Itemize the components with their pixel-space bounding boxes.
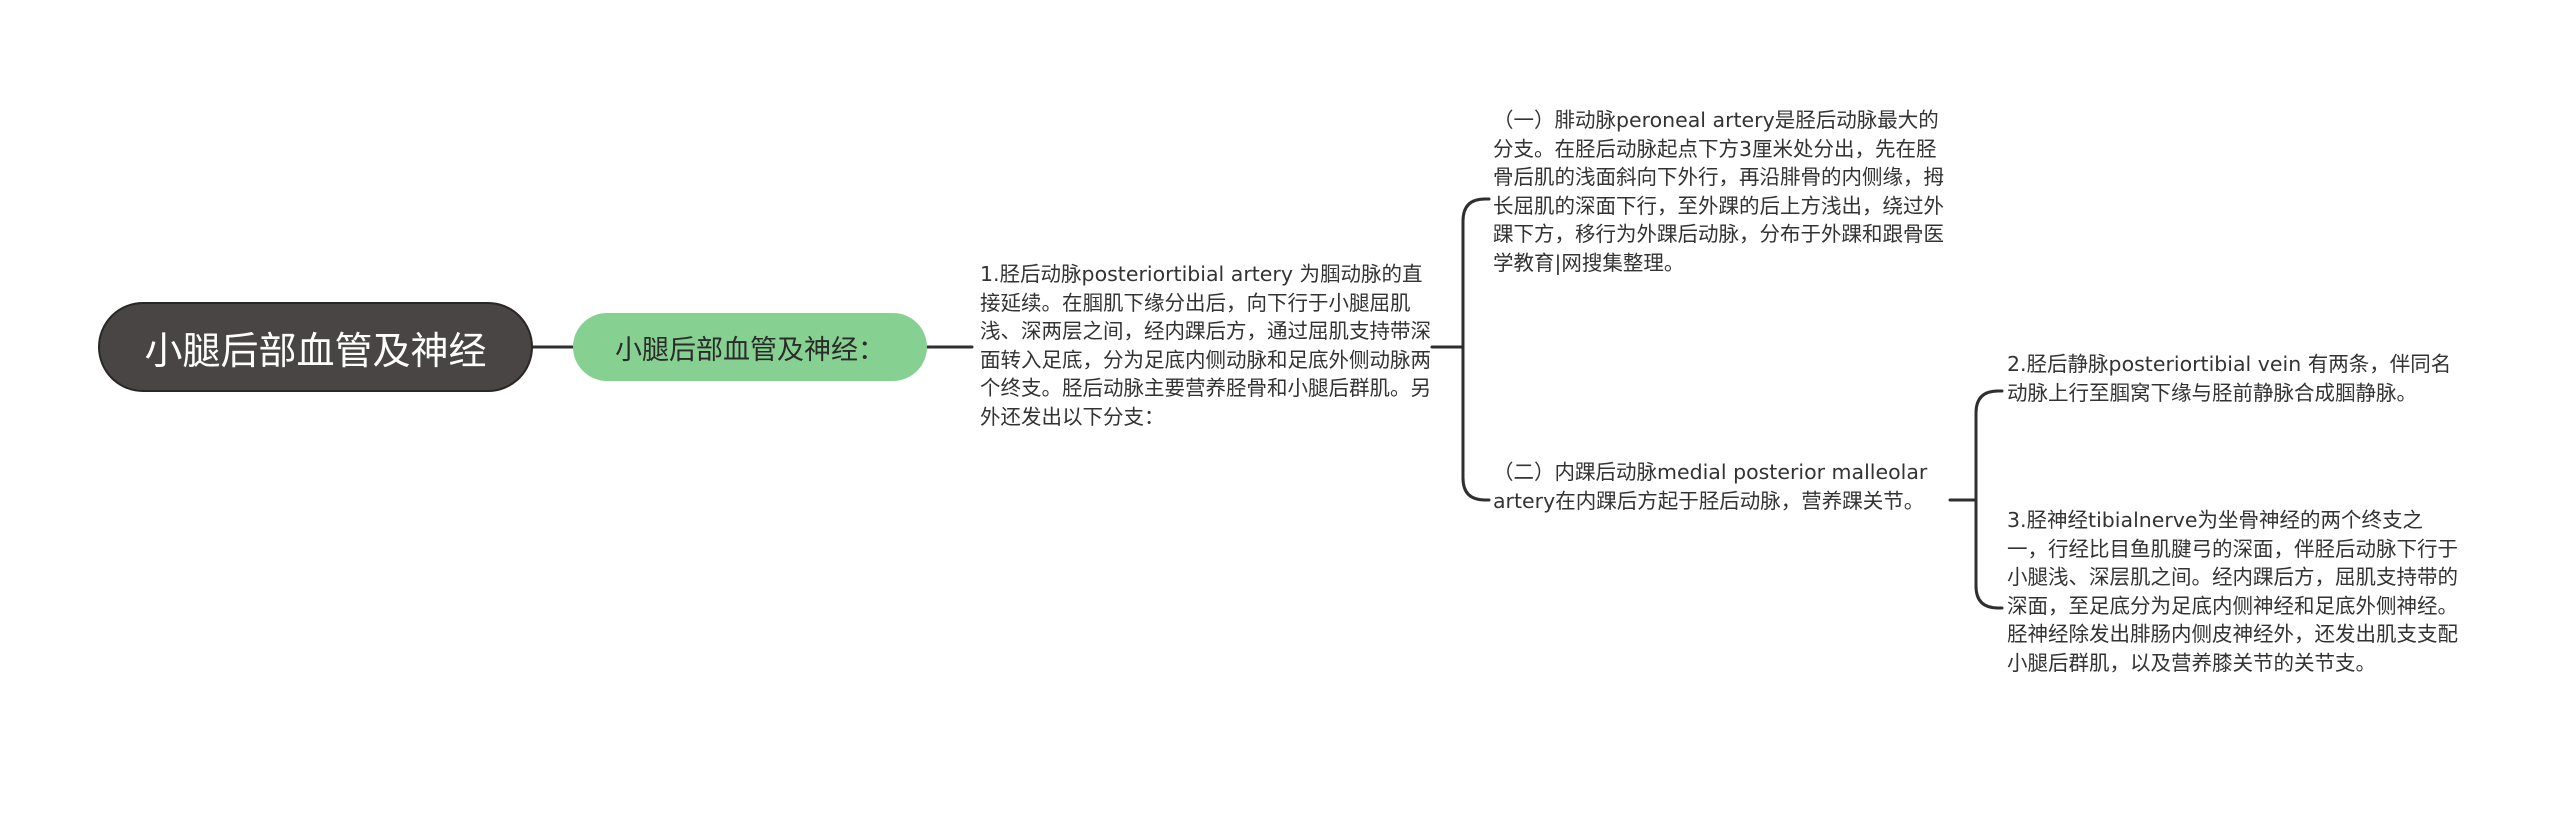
node-tibial-nerve[interactable]: 3.胫神经tibialnerve为坐骨神经的两个终支之一，行经比目鱼肌腱弓的深面…	[2007, 508, 2458, 675]
node-medial-malleolar-artery[interactable]: （二）内踝后动脉medial posterior malleolar arter…	[1493, 460, 1928, 513]
subtopic-label: 小腿后部血管及神经：	[615, 334, 885, 366]
subtopic-node[interactable]: 小腿后部血管及神经：	[573, 313, 927, 381]
bracket-level-2	[1461, 197, 1487, 502]
root-topic[interactable]: 小腿后部血管及神经	[98, 302, 533, 392]
node-peroneal-artery[interactable]: （一）腓动脉peroneal artery是胫后动脉最大的分支。在胫后动脉起点下…	[1493, 108, 1944, 275]
node-tibial-posterior-artery[interactable]: 1.胫后动脉posteriortibial artery 为腘动脉的直接延续。在…	[980, 262, 1431, 429]
root-topic-label: 小腿后部血管及神经	[144, 328, 487, 373]
bracket-level-3	[1974, 389, 2000, 610]
node-posterior-tibial-vein[interactable]: 2.胫后静脉posteriortibial vein 有两条，伴同名动脉上行至腘…	[2007, 352, 2452, 405]
